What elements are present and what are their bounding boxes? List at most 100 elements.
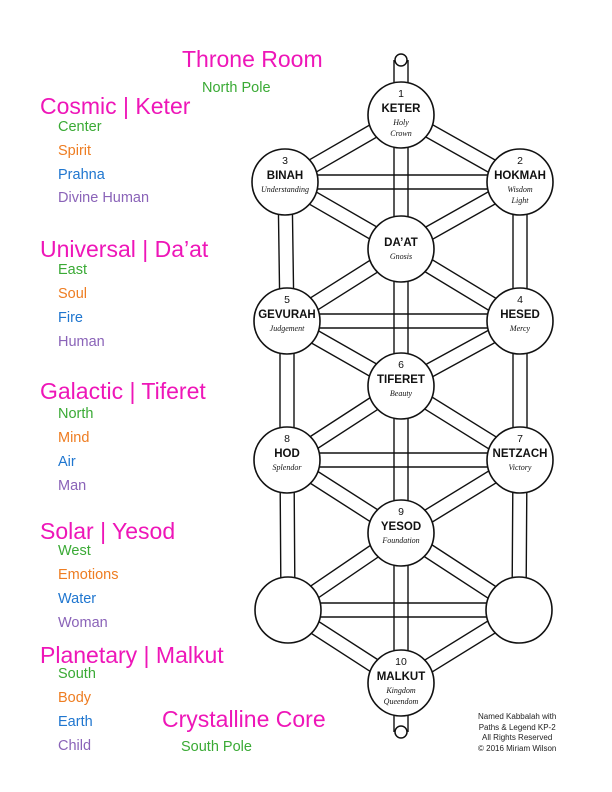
legend-galactic-item: Mind (58, 430, 90, 446)
copyright-notice: Named Kabbalah with Paths & Legend KP-2 … (478, 712, 556, 754)
sephirah-description: Splendor (273, 463, 303, 472)
sephirah-description: Victory (509, 463, 532, 472)
sephirah-name: HOD (274, 448, 300, 460)
path-hesed-gevurah (287, 313, 520, 329)
throne-room-subtitle: North Pole (202, 80, 271, 96)
sephirah-name: TIFERET (377, 374, 425, 386)
sephirah-circle (367, 81, 435, 149)
crystalline-core-title: Crystalline Core (162, 706, 326, 732)
sephirah-circle (367, 352, 435, 420)
sephirah-circle (253, 426, 321, 494)
sephirah-number: 5 (284, 294, 290, 306)
path-left_unnamed-right_unnamed (288, 602, 519, 618)
sephirah-number: 1 (398, 88, 404, 100)
legend-cosmic-item: Prahna (58, 167, 105, 183)
sephirah-name: NETZACH (493, 448, 548, 460)
sephirah-circle (367, 649, 435, 717)
legend-cosmic-item: Divine Human (58, 190, 150, 206)
path-netzach-hod (287, 452, 520, 468)
legend-universal-item: Soul (58, 286, 88, 302)
throne-room-title: Throne Room (182, 46, 323, 72)
copyright-line: Named Kabbalah with (478, 712, 557, 721)
legend-cosmic-item: Center (58, 119, 102, 135)
sephirah-number: 3 (282, 155, 288, 167)
sephirah-right-unnamed (485, 576, 553, 644)
legend-solar-item: Water (58, 591, 97, 607)
sephirah-description: Judgement (270, 324, 305, 333)
copyright-line: All Rights Reserved (482, 733, 553, 742)
legend-planetary-title: Planetary | Malkut (40, 642, 224, 668)
sephirah-number: 10 (395, 656, 407, 668)
sephirah-circle (486, 287, 554, 355)
sephirah-name: GEVURAH (258, 309, 316, 321)
sephirah-daat: DA’AT Gnosis (367, 215, 435, 283)
legend-universal-item: East (58, 262, 88, 278)
sephirah-left-unnamed (254, 576, 322, 644)
sephirah-circle (485, 576, 553, 644)
sephirah-description: Queendom (384, 697, 419, 706)
legend-solar-item: Woman (58, 615, 108, 631)
legend-cosmic-item: Spirit (58, 143, 92, 159)
sephirah-name: KETER (382, 103, 422, 115)
legend-cosmic-title: Cosmic | Keter (40, 93, 191, 119)
sephirah-description: Kingdom (385, 686, 416, 695)
legend-solar-title: Solar | Yesod (40, 518, 176, 544)
legend-solar-item: West (58, 543, 91, 559)
legend-planetary-item: Earth (58, 714, 93, 730)
legend-galactic-title: Galactic | Tiferet (40, 378, 206, 404)
sephirah-name: HOKMAH (494, 170, 546, 182)
sephirah-description: Foundation (381, 536, 419, 545)
legend-galactic-item: Man (58, 478, 87, 494)
sephirah-description: Beauty (390, 389, 413, 398)
sephirah-description: Wisdom (507, 185, 533, 194)
sephirah-description: Gnosis (390, 252, 412, 261)
legend-planetary-item: Child (58, 738, 92, 754)
sephirah-number: 6 (398, 359, 404, 371)
copyright-line: © 2016 Miriam Wilson (478, 743, 557, 753)
sephirah-circle (253, 287, 321, 355)
sephirah-description: Crown (390, 129, 412, 138)
legend-planetary-item: South (58, 666, 96, 682)
legend-universal-item: Fire (58, 310, 83, 326)
sephirah-circle (367, 499, 435, 567)
sephirah-number: 7 (517, 433, 523, 445)
sephirah-circle (486, 148, 554, 216)
sephirah-circle (251, 148, 319, 216)
legend-universal-title: Universal | Da’at (40, 236, 209, 262)
north-pole-node (394, 53, 408, 67)
legend-galactic-item: North (58, 406, 94, 422)
sephirah-name: BINAH (267, 170, 303, 182)
sephirah-number: 9 (398, 506, 404, 518)
legend-planetary-item: Body (58, 690, 92, 706)
sephirah-description: Understanding (261, 185, 309, 194)
south-pole-node (394, 725, 408, 739)
sephirah-number: 8 (284, 433, 290, 445)
sephirah-circle (254, 576, 322, 644)
sephirah-name: DA’AT (384, 237, 418, 249)
sephirah-number: 2 (517, 155, 523, 167)
sephirah-description: Holy (392, 118, 409, 127)
sephirah-circle (486, 426, 554, 494)
sephirah-number: 4 (517, 294, 523, 306)
sephirah-name: HESED (500, 309, 540, 321)
sephirah-description: Mercy (509, 324, 531, 333)
path-hokmah-binah (285, 174, 520, 190)
sephirah-name: MALKUT (377, 671, 426, 683)
legend-solar-item: Emotions (58, 567, 119, 583)
crystalline-core-subtitle: South Pole (181, 739, 252, 755)
legend-galactic-item: Air (58, 454, 76, 470)
sephirah-description: Light (511, 196, 530, 205)
copyright-line: Paths & Legend KP-2 (478, 722, 556, 732)
sephirah-circle (367, 215, 435, 283)
